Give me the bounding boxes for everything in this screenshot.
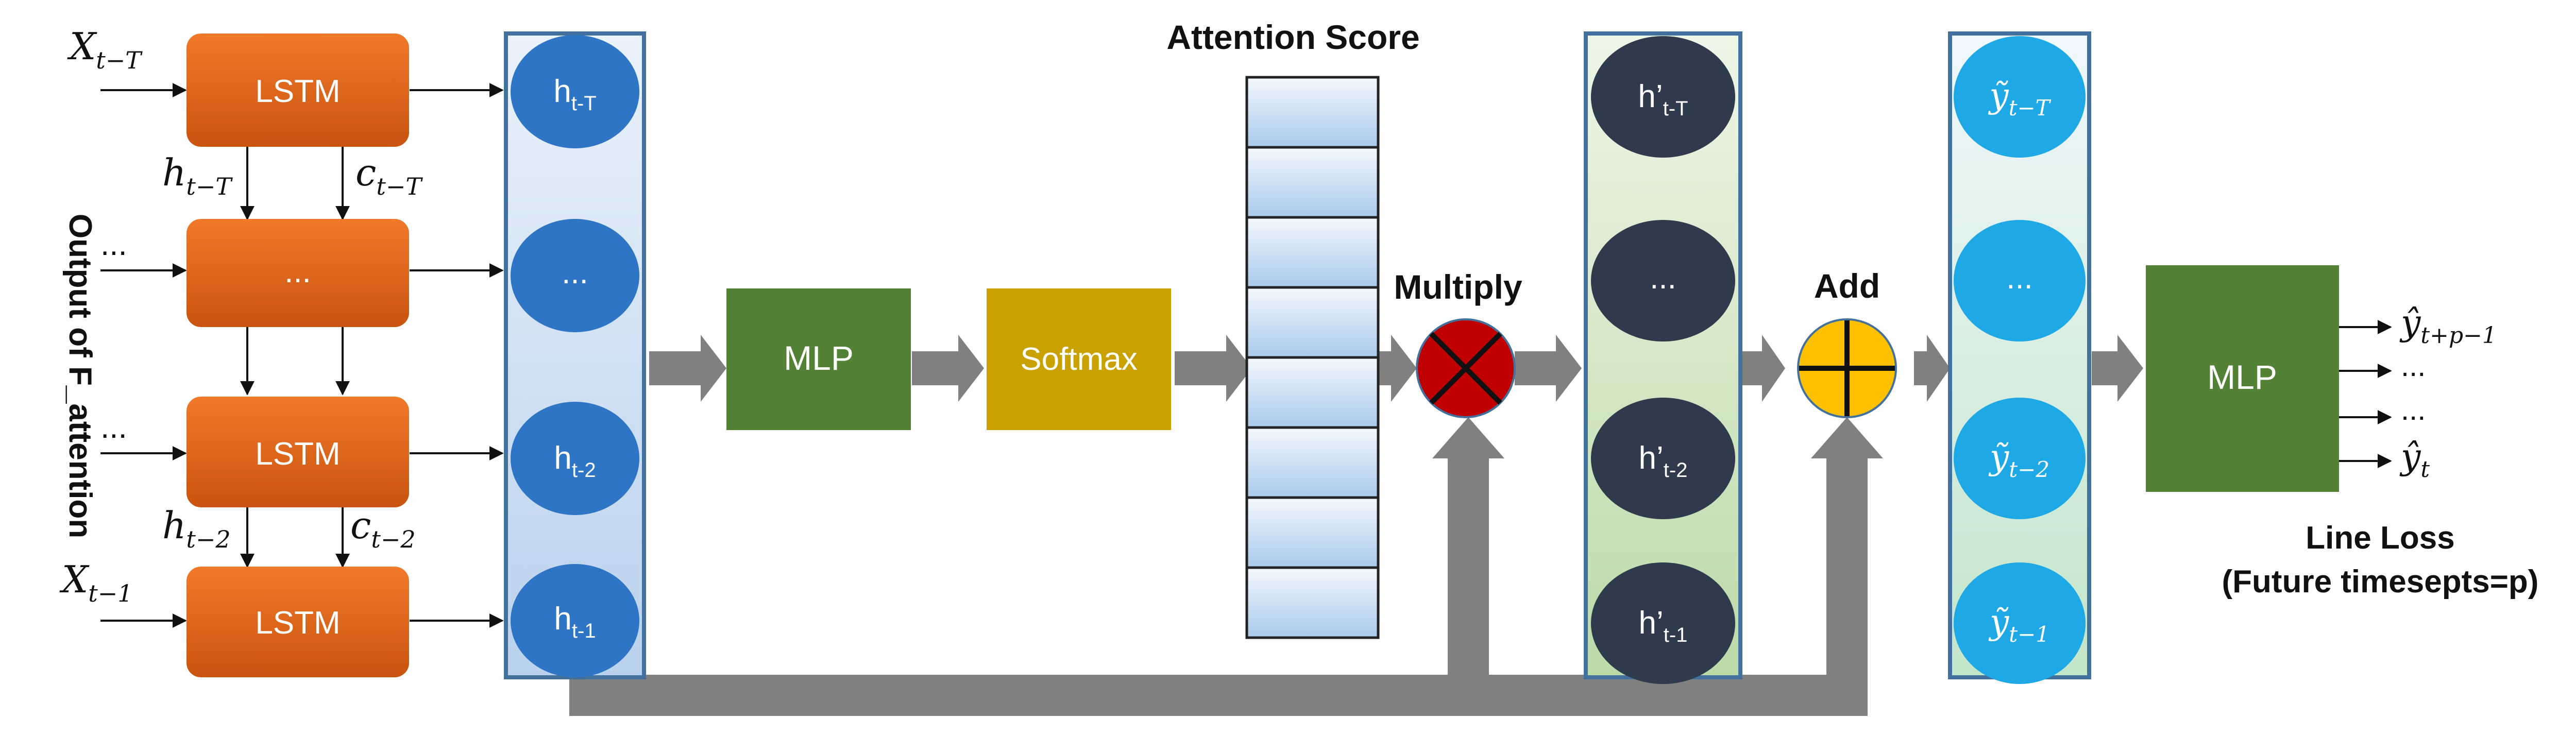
svg-text:...: ... [1650,260,1676,296]
lstm-block-label: ... [284,254,311,289]
hidden-state-node: ht-1 [511,564,639,677]
attention-title: Attention Score [1166,18,1419,56]
multiply-label: Multiply [1394,268,1522,306]
hidden-state-column: ht-T ... ht-2 ht-1 [504,31,646,679]
lstm-output-arrows [410,83,504,628]
svg-text:...: ... [562,255,588,290]
prediction-label: ŷt+p−1 [2399,303,2497,349]
attention-score-column [1245,76,1380,639]
svg-text:ỹt−T: ỹt−T [1988,76,2051,121]
prediction-arrows [2339,320,2392,468]
lstm-block-label: LSTM [255,436,340,472]
attention-score-cell [1245,146,1380,219]
multiply-operator [1416,318,1516,418]
lstm-input-label: Xt−T [67,25,143,74]
attention-score-cell [1245,496,1380,569]
weighted-state-node: h’t-2 [1591,398,1735,519]
output-state-node: ỹt−1 [1954,562,2086,684]
svg-text:ht-1: ht-1 [554,601,596,642]
softmax-block: Softmax [987,288,1171,430]
lstm-input-label: ... [100,227,127,262]
lstm-block: LSTM [187,33,409,147]
hidden-state-node: ht-T [511,35,639,148]
attention-score-cell [1245,286,1380,359]
mlp-block: MLP [726,288,911,430]
attention-score-cell [1245,426,1380,499]
svg-text:h’t-2: h’t-2 [1639,440,1688,482]
mlp-output-block: MLP [2146,265,2339,492]
lstm-input-label: ... [100,409,127,445]
lstm-block: LSTM [187,397,409,507]
svg-text:ht-T: ht-T [553,74,596,115]
output-state-node: ỹt−2 [1954,398,2086,519]
lstm-stack: LSTM ... LSTM LSTM Xt−T ... ... Xt−1 ht−… [59,25,504,677]
cell-link-label: ct−T [355,151,423,200]
lstm-connectors [240,147,350,568]
flow-arrows [649,335,2143,402]
attention-score-cell [1245,356,1380,429]
attention-score-cell [1245,76,1380,149]
lstm-block: ... [187,219,409,327]
svg-text:ỹt−1: ỹt−1 [1988,602,2049,647]
lstm-block-label: LSTM [255,74,340,109]
svg-text:h’t-T: h’t-T [1638,79,1688,120]
cell-link-label: ct−2 [350,504,416,553]
prediction-label: ... [2401,393,2426,426]
output-state-node: ... [1954,220,2086,341]
lstm-input-label: Xt−1 [59,558,133,607]
hidden-state-node: ht-2 [511,402,639,515]
hidden-link-label: ht−2 [162,504,231,553]
output-state-column: ỹt−T ... ỹt−2 ỹt−1 [1948,31,2091,684]
weighted-state-node: h’t-1 [1591,562,1735,684]
mlp-label: MLP [2207,358,2277,396]
prediction-label: ŷt [2399,437,2430,483]
side-label: Output of F_attention [62,214,98,538]
loss-subtitle: (Future timesepts=p) [2222,564,2539,600]
svg-text:ht-2: ht-2 [554,440,596,482]
attention-score-cell [1245,566,1380,639]
svg-text:ỹt−2: ỹt−2 [1988,437,2049,482]
hidden-link-label: ht−T [162,151,233,200]
lstm-input-arrows [100,83,187,628]
attention-score-cell [1245,216,1380,289]
add-label: Add [1814,267,1880,305]
weighted-state-node: ... [1591,220,1735,341]
svg-text:...: ... [2006,260,2033,296]
add-operator [1797,318,1897,418]
lstm-block: LSTM [187,567,409,677]
svg-text:h’t-1: h’t-1 [1639,605,1688,646]
loss-title: Line Loss [2306,520,2454,556]
prediction-label: ... [2401,349,2426,383]
weighted-state-node: h’t-T [1591,36,1735,158]
mlp-label: MLP [784,339,854,377]
softmax-label: Softmax [1020,341,1137,377]
weighted-state-column: h’t-T ... h’t-2 h’t-1 [1584,31,1742,684]
lstm-block-label: LSTM [255,605,340,641]
hidden-state-node: ... [511,219,639,332]
output-state-node: ỹt−T [1954,36,2086,158]
